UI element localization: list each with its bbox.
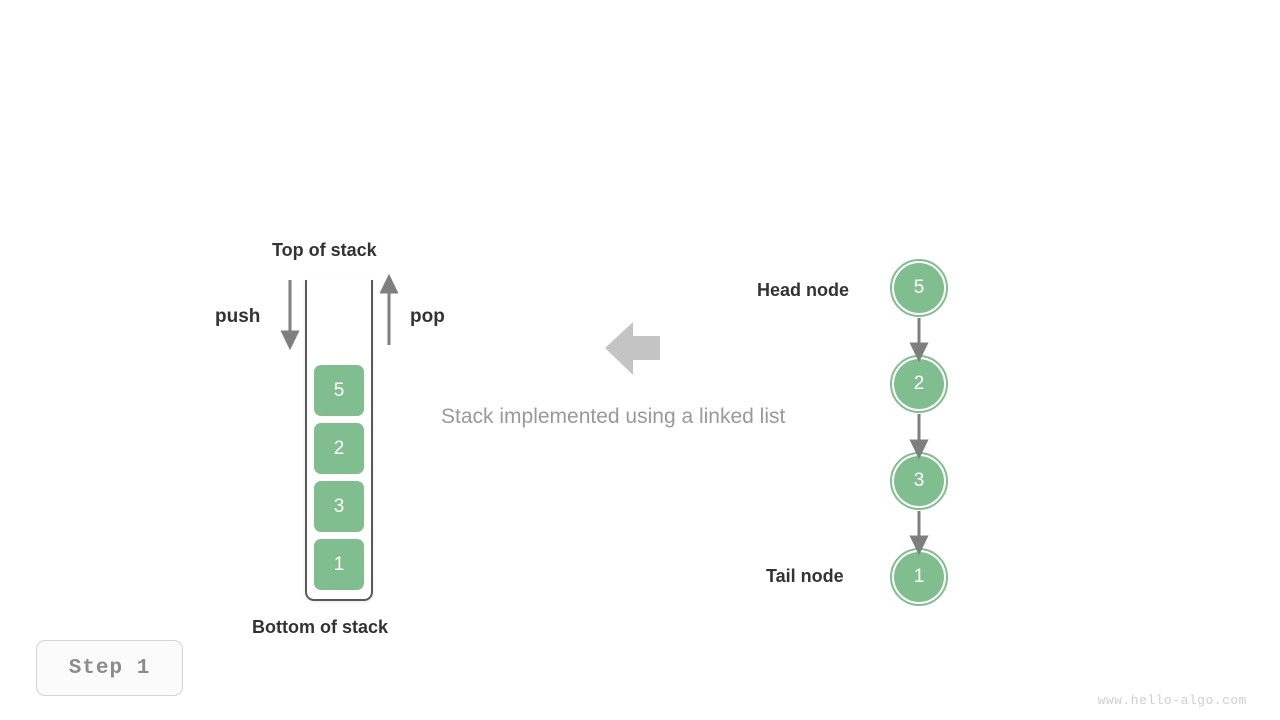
stack-item: 2: [314, 423, 364, 474]
stack-item: 5: [314, 365, 364, 416]
arrow-left-icon: [605, 322, 660, 375]
tail-node-label: Tail node: [766, 566, 844, 586]
caption-text: Stack implemented using a linked list: [441, 405, 786, 428]
push-label: push: [215, 306, 261, 327]
stack-container: [305, 280, 373, 601]
linked-list-node: 5: [890, 259, 948, 317]
stack-item: 1: [314, 539, 364, 590]
linked-list-node-value: 3: [894, 456, 944, 506]
linked-list-node-value: 2: [894, 359, 944, 409]
linked-list-node: 1: [890, 548, 948, 606]
watermark: www.hello-algo.com: [1097, 693, 1247, 708]
stack-top-label: Top of stack: [272, 240, 377, 260]
pop-label: pop: [410, 306, 445, 327]
stack-items: 5 2 3 1: [314, 365, 364, 590]
linked-list-node: 3: [890, 452, 948, 510]
stack-bottom-label: Bottom of stack: [252, 617, 389, 637]
linked-list-node-value: 1: [894, 552, 944, 602]
linked-list-node-value: 5: [894, 263, 944, 313]
linked-list-node: 2: [890, 355, 948, 413]
stack-item: 3: [314, 481, 364, 532]
step-badge[interactable]: Step 1: [36, 640, 183, 696]
head-node-label: Head node: [757, 280, 850, 300]
